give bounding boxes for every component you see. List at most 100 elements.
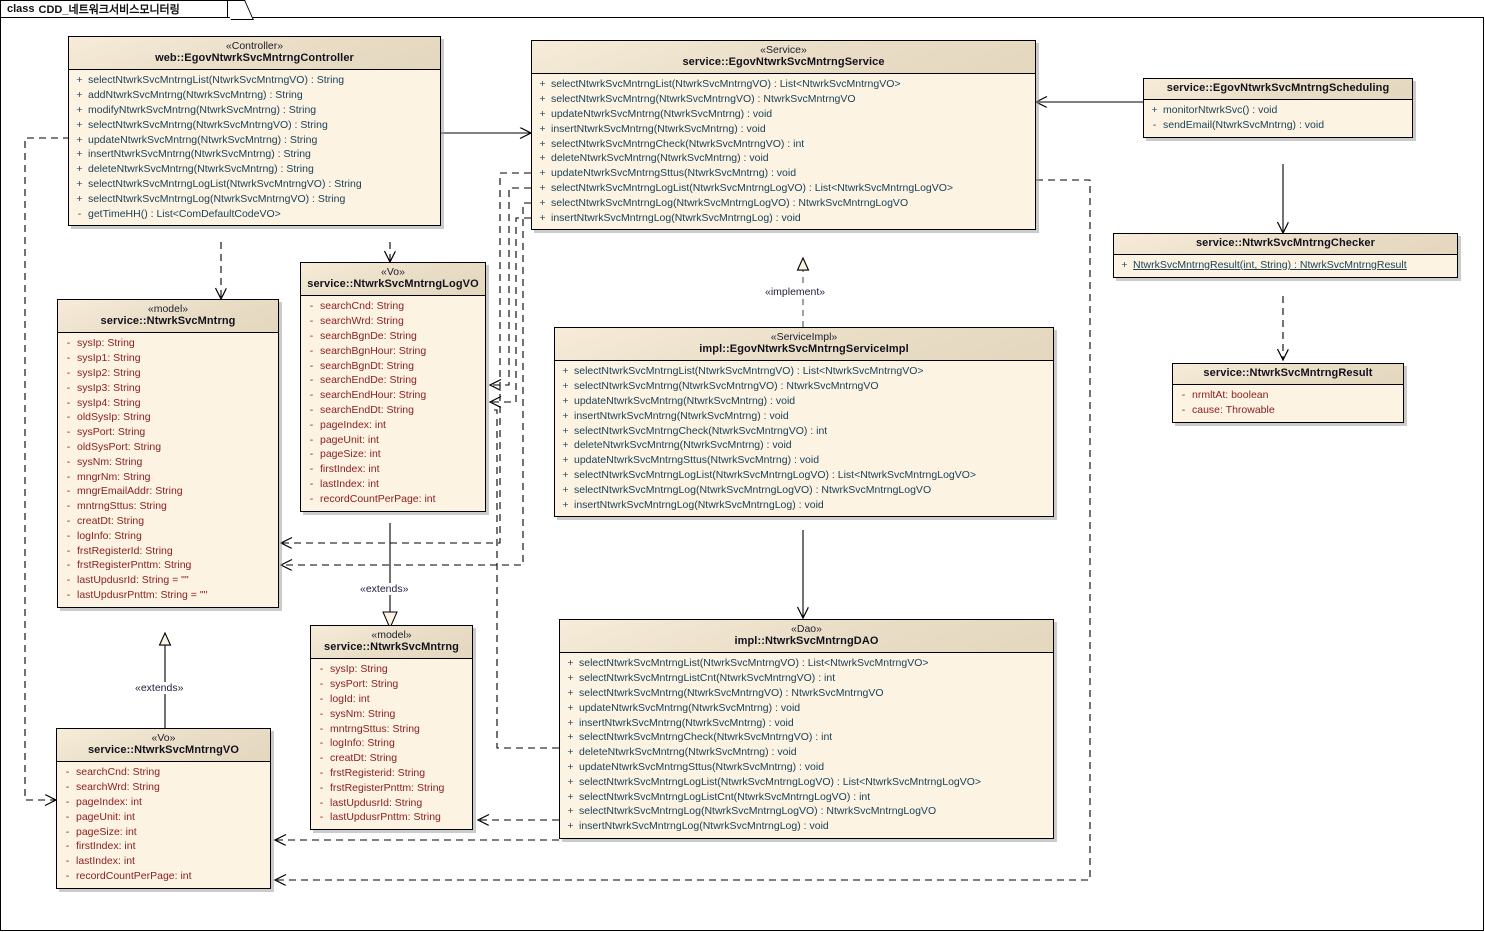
- member-visibility: -: [309, 389, 314, 402]
- diagram-frame: [0, 17, 1484, 931]
- class-member-row: -logInfo: String: [313, 736, 470, 751]
- diagram-title-name: CDD_네트워크서비스모니터링: [38, 4, 180, 16]
- member-visibility: -: [65, 766, 70, 779]
- member-signature: searchBgnDe: String: [320, 329, 417, 342]
- member-visibility: +: [567, 775, 574, 788]
- class-member-row: -pageSize: int: [59, 825, 268, 840]
- member-visibility: -: [319, 722, 324, 735]
- class-member-row: -searchCnd: String: [303, 299, 483, 314]
- class-member-row: -searchBgnDt: String: [303, 359, 483, 374]
- class-member-row: -searchEndDt: String: [303, 403, 483, 418]
- member-visibility: +: [539, 152, 546, 165]
- class-member-row: -sysNm: String: [60, 455, 276, 470]
- class-member-row: -lastUpdusrId: String: [313, 796, 470, 811]
- diagram-title-keyword: class: [7, 3, 35, 15]
- member-visibility: +: [539, 167, 546, 180]
- member-visibility: +: [562, 380, 569, 393]
- class-member-row: +selectNtwrkSvcMntrngCheck(NtwrkSvcMntrn…: [562, 730, 1051, 745]
- class-member-row: -lastIndex: int: [59, 854, 268, 869]
- class-box-checker[interactable]: service::NtwrkSvcMntrngChecker +NtwrkSvc…: [1113, 233, 1458, 278]
- member-visibility: +: [567, 657, 574, 670]
- class-attributes-model-ntwrksvcmntrng: -sysIp: String-sysIp1: String-sysIp2: St…: [58, 333, 278, 607]
- member-signature: creatDt: String: [77, 514, 145, 527]
- member-signature: sysPort: String: [330, 678, 399, 691]
- member-visibility: -: [319, 678, 324, 691]
- class-member-row: -oldSysIp: String: [60, 410, 276, 425]
- class-member-row: +deleteNtwrkSvcMntrng(NtwrkSvcMntrng) : …: [562, 745, 1051, 760]
- member-signature: frstRegisterPnttm: String: [77, 559, 192, 572]
- member-visibility: -: [319, 796, 324, 809]
- class-box-scheduling[interactable]: service::EgovNtwrkSvcMntrngScheduling +m…: [1143, 78, 1413, 138]
- member-visibility: +: [567, 820, 574, 833]
- member-signature: insertNtwrkSvcMntrng(NtwrkSvcMntrng) : S…: [88, 148, 311, 161]
- class-box-result[interactable]: service::NtwrkSvcMntrngResult -nrmltAt: …: [1172, 363, 1404, 423]
- class-member-row: -getTimeHH() : List<ComDefaultCodeVO>: [71, 207, 438, 222]
- member-visibility: -: [66, 529, 71, 542]
- class-box-model-ntwrksvcmntrng[interactable]: «model» service::NtwrkSvcMntrng -sysIp: …: [57, 299, 279, 608]
- member-visibility: -: [66, 574, 71, 587]
- member-signature: sysIp1: String: [77, 352, 141, 365]
- class-box-model-ntwrksvcmntrng-log[interactable]: «model» service::NtwrkSvcMntrng -sysIp: …: [310, 625, 473, 831]
- class-attributes-model-ntwrksvcmntrng-log: -sysIp: String-sysPort: String-logId: in…: [311, 659, 472, 830]
- class-member-row: -sysPort: String: [313, 677, 470, 692]
- member-visibility: -: [66, 411, 71, 424]
- class-name: service::NtwrkSvcMntrng: [324, 641, 459, 654]
- member-signature: sysNm: String: [77, 455, 143, 468]
- class-box-dao[interactable]: «Dao» impl::NtwrkSvcMntrngDAO +selectNtw…: [559, 619, 1054, 839]
- member-visibility: +: [567, 760, 574, 773]
- member-signature: firstIndex: int: [76, 840, 136, 853]
- member-visibility: +: [562, 409, 569, 422]
- class-header-model-ntwrksvcmntrng: «model» service::NtwrkSvcMntrng: [58, 300, 278, 334]
- member-visibility: -: [319, 781, 324, 794]
- class-member-row: +selectNtwrkSvcMntrngLog(NtwrkSvcMntrngL…: [534, 196, 1033, 211]
- class-member-row: -frstRegisterPnttm: String: [313, 781, 470, 796]
- member-signature: getTimeHH() : List<ComDefaultCodeVO>: [88, 207, 281, 220]
- class-member-row: +insertNtwrkSvcMntrngLog(NtwrkSvcMntrngL…: [562, 819, 1051, 834]
- class-members-serviceimpl: +selectNtwrkSvcMntrngList(NtwrkSvcMntrng…: [555, 361, 1053, 517]
- class-box-service[interactable]: «Service» service::EgovNtwrkSvcMntrngSer…: [531, 40, 1036, 231]
- member-signature: selectNtwrkSvcMntrngListCnt(NtwrkSvcMntr…: [579, 672, 836, 685]
- member-signature: deleteNtwrkSvcMntrng(NtwrkSvcMntrng) : v…: [551, 152, 769, 165]
- class-members-service: +selectNtwrkSvcMntrngList(NtwrkSvcMntrng…: [532, 74, 1035, 230]
- class-box-ntwrksvcmntrnglogvo[interactable]: «Vo» service::NtwrkSvcMntrngLogVO -searc…: [300, 262, 486, 512]
- member-visibility: -: [65, 855, 70, 868]
- class-member-row: -cause: Throwable: [1175, 403, 1401, 418]
- class-member-row: -pageIndex: int: [303, 418, 483, 433]
- member-visibility: -: [66, 485, 71, 498]
- class-box-controller[interactable]: «Controller» web::EgovNtwrkSvcMntrngCont…: [68, 36, 441, 227]
- class-member-row: -frstRegisterid: String: [313, 766, 470, 781]
- member-visibility: -: [66, 352, 71, 365]
- class-name: impl::EgovNtwrkSvcMntrngServiceImpl: [699, 343, 909, 356]
- class-member-row: -mntrngSttus: String: [313, 722, 470, 737]
- class-member-row: -searchBgnHour: String: [303, 344, 483, 359]
- member-signature: searchEndDt: String: [320, 403, 414, 416]
- class-stereotype: «model»: [371, 629, 412, 641]
- class-header-ntwrksvcmntrngvo: «Vo» service::NtwrkSvcMntrngVO: [57, 729, 270, 763]
- member-signature: lastUpdusrPnttm: String = "": [77, 588, 208, 601]
- class-name: impl::NtwrkSvcMntrngDAO: [734, 635, 879, 648]
- member-visibility: +: [76, 89, 83, 102]
- member-visibility: +: [76, 177, 83, 190]
- member-signature: mntrngSttus: String: [330, 722, 420, 735]
- class-members-controller: +selectNtwrkSvcMntrngList(NtwrkSvcMntrng…: [69, 70, 440, 226]
- member-visibility: +: [76, 163, 83, 176]
- member-visibility: +: [76, 133, 83, 146]
- class-header-checker: service::NtwrkSvcMntrngChecker: [1114, 234, 1457, 255]
- member-signature: sysIp: String: [330, 663, 388, 676]
- class-box-ntwrksvcmntrngvo[interactable]: «Vo» service::NtwrkSvcMntrngVO -searchCn…: [56, 728, 271, 889]
- member-visibility: +: [76, 192, 83, 205]
- member-signature: searchBgnHour: String: [320, 344, 427, 357]
- member-visibility: -: [65, 781, 70, 794]
- class-member-row: +deleteNtwrkSvcMntrng(NtwrkSvcMntrng) : …: [71, 162, 438, 177]
- member-signature: insertNtwrkSvcMntrng(NtwrkSvcMntrng) : v…: [574, 409, 789, 422]
- member-signature: searchWrd: String: [320, 315, 404, 328]
- class-box-serviceimpl[interactable]: «ServiceImpl» impl::EgovNtwrkSvcMntrngSe…: [554, 327, 1054, 518]
- class-attributes-ntwrksvcmntrngvo: -searchCnd: String-searchWrd: String-pag…: [57, 762, 270, 888]
- class-member-row: -sysIp3: String: [60, 381, 276, 396]
- member-signature: pageUnit: int: [76, 810, 135, 823]
- class-member-row: -searchWrd: String: [303, 314, 483, 329]
- class-member-row: -logId: int: [313, 692, 470, 707]
- class-member-row: +updateNtwrkSvcMntrngSttus(NtwrkSvcMntrn…: [557, 453, 1051, 468]
- class-member-row: +updateNtwrkSvcMntrng(NtwrkSvcMntrng) : …: [562, 701, 1051, 716]
- class-member-row: -mngrEmailAddr: String: [60, 484, 276, 499]
